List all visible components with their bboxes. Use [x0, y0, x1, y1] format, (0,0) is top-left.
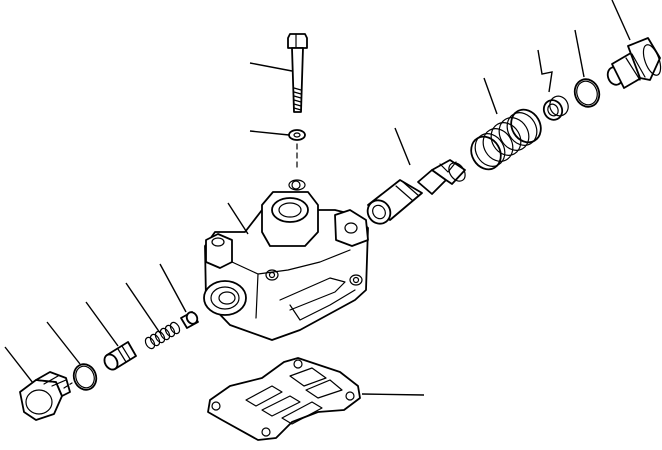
small-spring [144, 321, 181, 350]
bolt [287, 33, 308, 113]
leader-retainer-ring [537, 49, 553, 93]
piston [180, 311, 199, 329]
leader-plug-lower [4, 346, 34, 384]
leader-spring [483, 77, 498, 115]
plug-upper [606, 37, 662, 89]
leader-washer [249, 130, 290, 136]
spool [366, 159, 466, 225]
leader-gasket [361, 393, 425, 396]
washer [288, 129, 306, 141]
lower-axis-dash [63, 382, 73, 389]
o-ring-lower [72, 363, 98, 391]
o-ring-upper [573, 78, 601, 108]
leader-spool [394, 127, 411, 166]
leader-bolt [249, 62, 293, 72]
leader-plug-upper [611, 0, 631, 41]
leader-pin [85, 301, 119, 347]
plug-lower [19, 371, 71, 421]
leader-o-ring-upper [574, 29, 585, 78]
spring [470, 108, 542, 171]
valve-body [203, 179, 369, 341]
gasket [207, 357, 361, 441]
leader-piston [159, 263, 187, 313]
leader-o-ring-lower [46, 321, 81, 365]
pin [103, 341, 137, 371]
leader-valve-body [227, 202, 249, 235]
leader-small-spring [125, 282, 161, 334]
retainer-ring [542, 95, 569, 121]
